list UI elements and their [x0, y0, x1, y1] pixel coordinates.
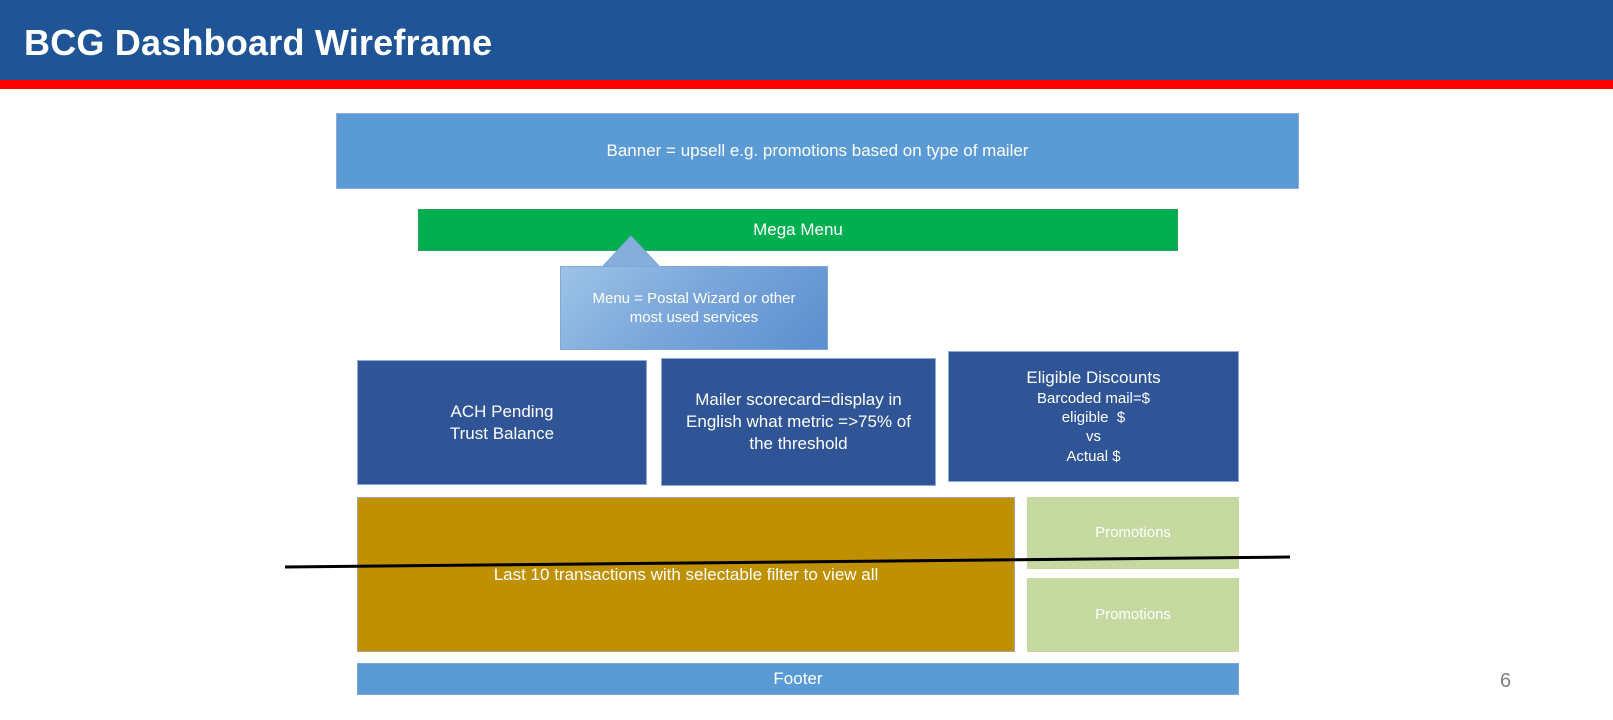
discounts-panel-line-3: vs: [1086, 428, 1101, 446]
banner-block[interactable]: Banner = upsell e.g. promotions based on…: [336, 113, 1299, 189]
discounts-panel-line-1: Barcoded mail=$: [1037, 390, 1150, 407]
scorecard-panel-line-2: English what metric =>75% of: [686, 412, 911, 432]
page-number: 6: [1500, 670, 1512, 692]
menu-callout-block[interactable]: Menu = Postal Wizard or other most used …: [560, 266, 828, 350]
discounts-panel-line-4: Actual $: [1066, 447, 1121, 465]
transactions-panel-label: Last 10 transactions with selectable fil…: [493, 564, 879, 584]
scorecard-panel-line-1: Mailer scorecard=display in: [695, 390, 902, 410]
footer-block[interactable]: Footer: [357, 663, 1239, 695]
slide-title-bar: [0, 0, 1613, 80]
ach-panel-line-2: Trust Balance: [449, 423, 555, 443]
discounts-panel-headline: Eligible Discounts: [1026, 368, 1161, 388]
mega-menu-label: Mega Menu: [753, 220, 843, 240]
title-accent-rule: [0, 80, 1613, 89]
mega-menu-block[interactable]: Mega Menu: [418, 209, 1178, 251]
discounts-panel-block[interactable]: Eligible Discounts Barcoded mail=$ eligi…: [948, 351, 1239, 482]
promotions-top-block[interactable]: Promotions: [1027, 497, 1239, 569]
scorecard-panel-line-3: the threshold: [749, 433, 848, 453]
banner-label: Banner = upsell e.g. promotions based on…: [606, 141, 1029, 161]
callout-tail-icon: [602, 236, 660, 267]
promotions-top-label: Promotions: [1095, 524, 1171, 542]
ach-panel-block[interactable]: ACH Pending Trust Balance: [357, 360, 647, 485]
ach-panel-line-1: ACH Pending: [450, 401, 554, 421]
promotions-bottom-label: Promotions: [1095, 606, 1171, 624]
page-title: BCG Dashboard Wireframe: [24, 22, 493, 63]
scorecard-panel-block[interactable]: Mailer scorecard=display in English what…: [661, 358, 936, 486]
menu-callout-line-2: most used services: [629, 309, 759, 326]
transactions-panel-block[interactable]: Last 10 transactions with selectable fil…: [357, 497, 1015, 652]
menu-callout-line-1: Menu = Postal Wizard or other: [592, 289, 796, 307]
promotions-bottom-block[interactable]: Promotions: [1027, 578, 1239, 652]
discounts-panel-line-2: eligible $: [1061, 409, 1126, 427]
footer-label: Footer: [773, 669, 823, 689]
